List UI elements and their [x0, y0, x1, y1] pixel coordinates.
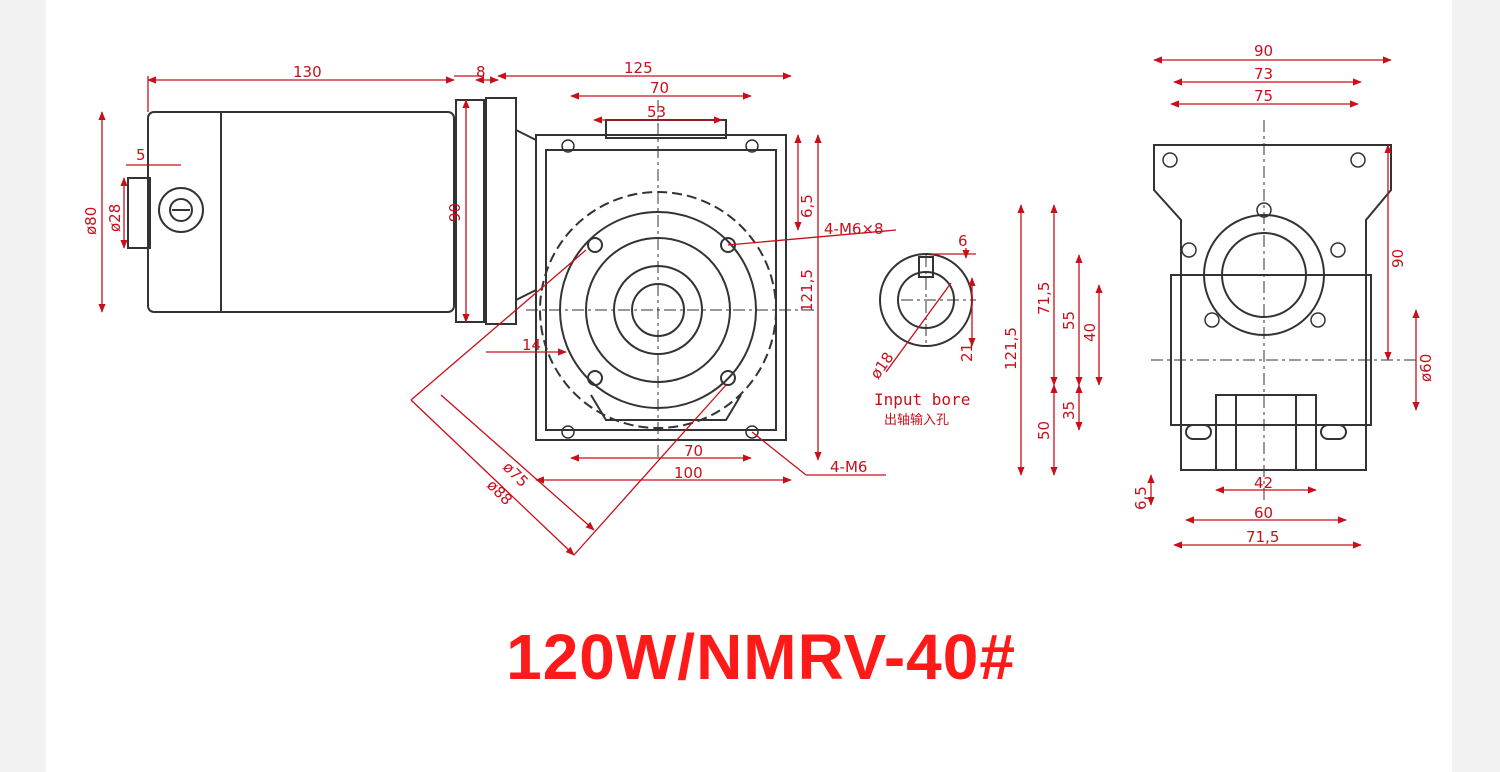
gearbox-front: [535, 119, 787, 441]
dim-base-length: 100: [674, 464, 703, 482]
dim-offset-6-5: 6,5: [798, 194, 816, 218]
dim-side-width-73: 73: [1254, 65, 1273, 83]
dim-thread-holes: 4-M6×8: [824, 220, 884, 238]
drawing-sheet: 130 8 125 70 53 ø80 ø28 5 90 6,5 121,5 4…: [46, 0, 1452, 772]
dim-inner-span-top: 53: [647, 103, 666, 121]
dim-bolt-span-bottom: 70: [684, 442, 703, 460]
dim-side-width-75: 75: [1254, 87, 1273, 105]
input-bore-label-cn: 出轴输入孔: [884, 412, 949, 428]
dim-side-width-90: 90: [1254, 42, 1273, 60]
dim-side-height-35: 35: [1060, 401, 1078, 420]
dim-side-height-40: 40: [1081, 323, 1099, 342]
dim-bore-key: 6: [958, 232, 968, 250]
motor-terminal-icon: [158, 187, 204, 233]
dim-bore-depth: 21: [958, 343, 976, 362]
dim-base-holes: 4-M6: [830, 458, 867, 476]
dim-gearbox-length: 125: [624, 59, 653, 77]
input-bore-label: Input bore: [874, 390, 970, 409]
dim-side-height-55: 55: [1060, 311, 1078, 330]
technical-drawing: 130 8 125 70 53 ø80 ø28 5 90 6,5 121,5 4…: [82, 42, 1435, 556]
centerlines: [526, 100, 1421, 500]
dim-bore-dia: ø18: [867, 349, 898, 382]
dim-height-121-5: 121,5: [798, 269, 816, 312]
dim-side-height-50: 50: [1035, 421, 1053, 440]
dim-shaft-dia: ø28: [106, 204, 124, 232]
dim-offset-14: 14: [522, 336, 541, 354]
side-bolt-icons: [1162, 152, 1366, 328]
dim-bolt-span-top: 70: [650, 79, 669, 97]
dimension-lines: [98, 56, 1420, 556]
dim-side-height-121-5: 121,5: [1002, 327, 1020, 370]
dim-flange: 8: [476, 63, 486, 81]
dim-flange-height: 90: [446, 203, 464, 222]
dim-side-height-71-5: 71,5: [1035, 282, 1053, 315]
gearbox-side: [1153, 144, 1392, 471]
motor-flange: [455, 97, 537, 325]
gearbox-bolt-icons: [561, 139, 759, 439]
model-title: 120W/NMRV-40#: [506, 621, 1016, 693]
dim-shaft-offset: 5: [136, 146, 146, 164]
dim-side-base-71-5: 71,5: [1246, 528, 1279, 546]
dim-motor-dia: ø80: [82, 207, 100, 235]
dim-motor-length: 130: [293, 63, 322, 81]
dim-side-height-90: 90: [1389, 249, 1407, 268]
dim-side-base-60: 60: [1254, 504, 1273, 522]
motor-body: [127, 111, 455, 313]
dim-side-offset-6-5: 6,5: [1132, 486, 1150, 510]
dim-side-base-42: 42: [1254, 474, 1273, 492]
dim-side-dia-60: ø60: [1417, 354, 1435, 382]
